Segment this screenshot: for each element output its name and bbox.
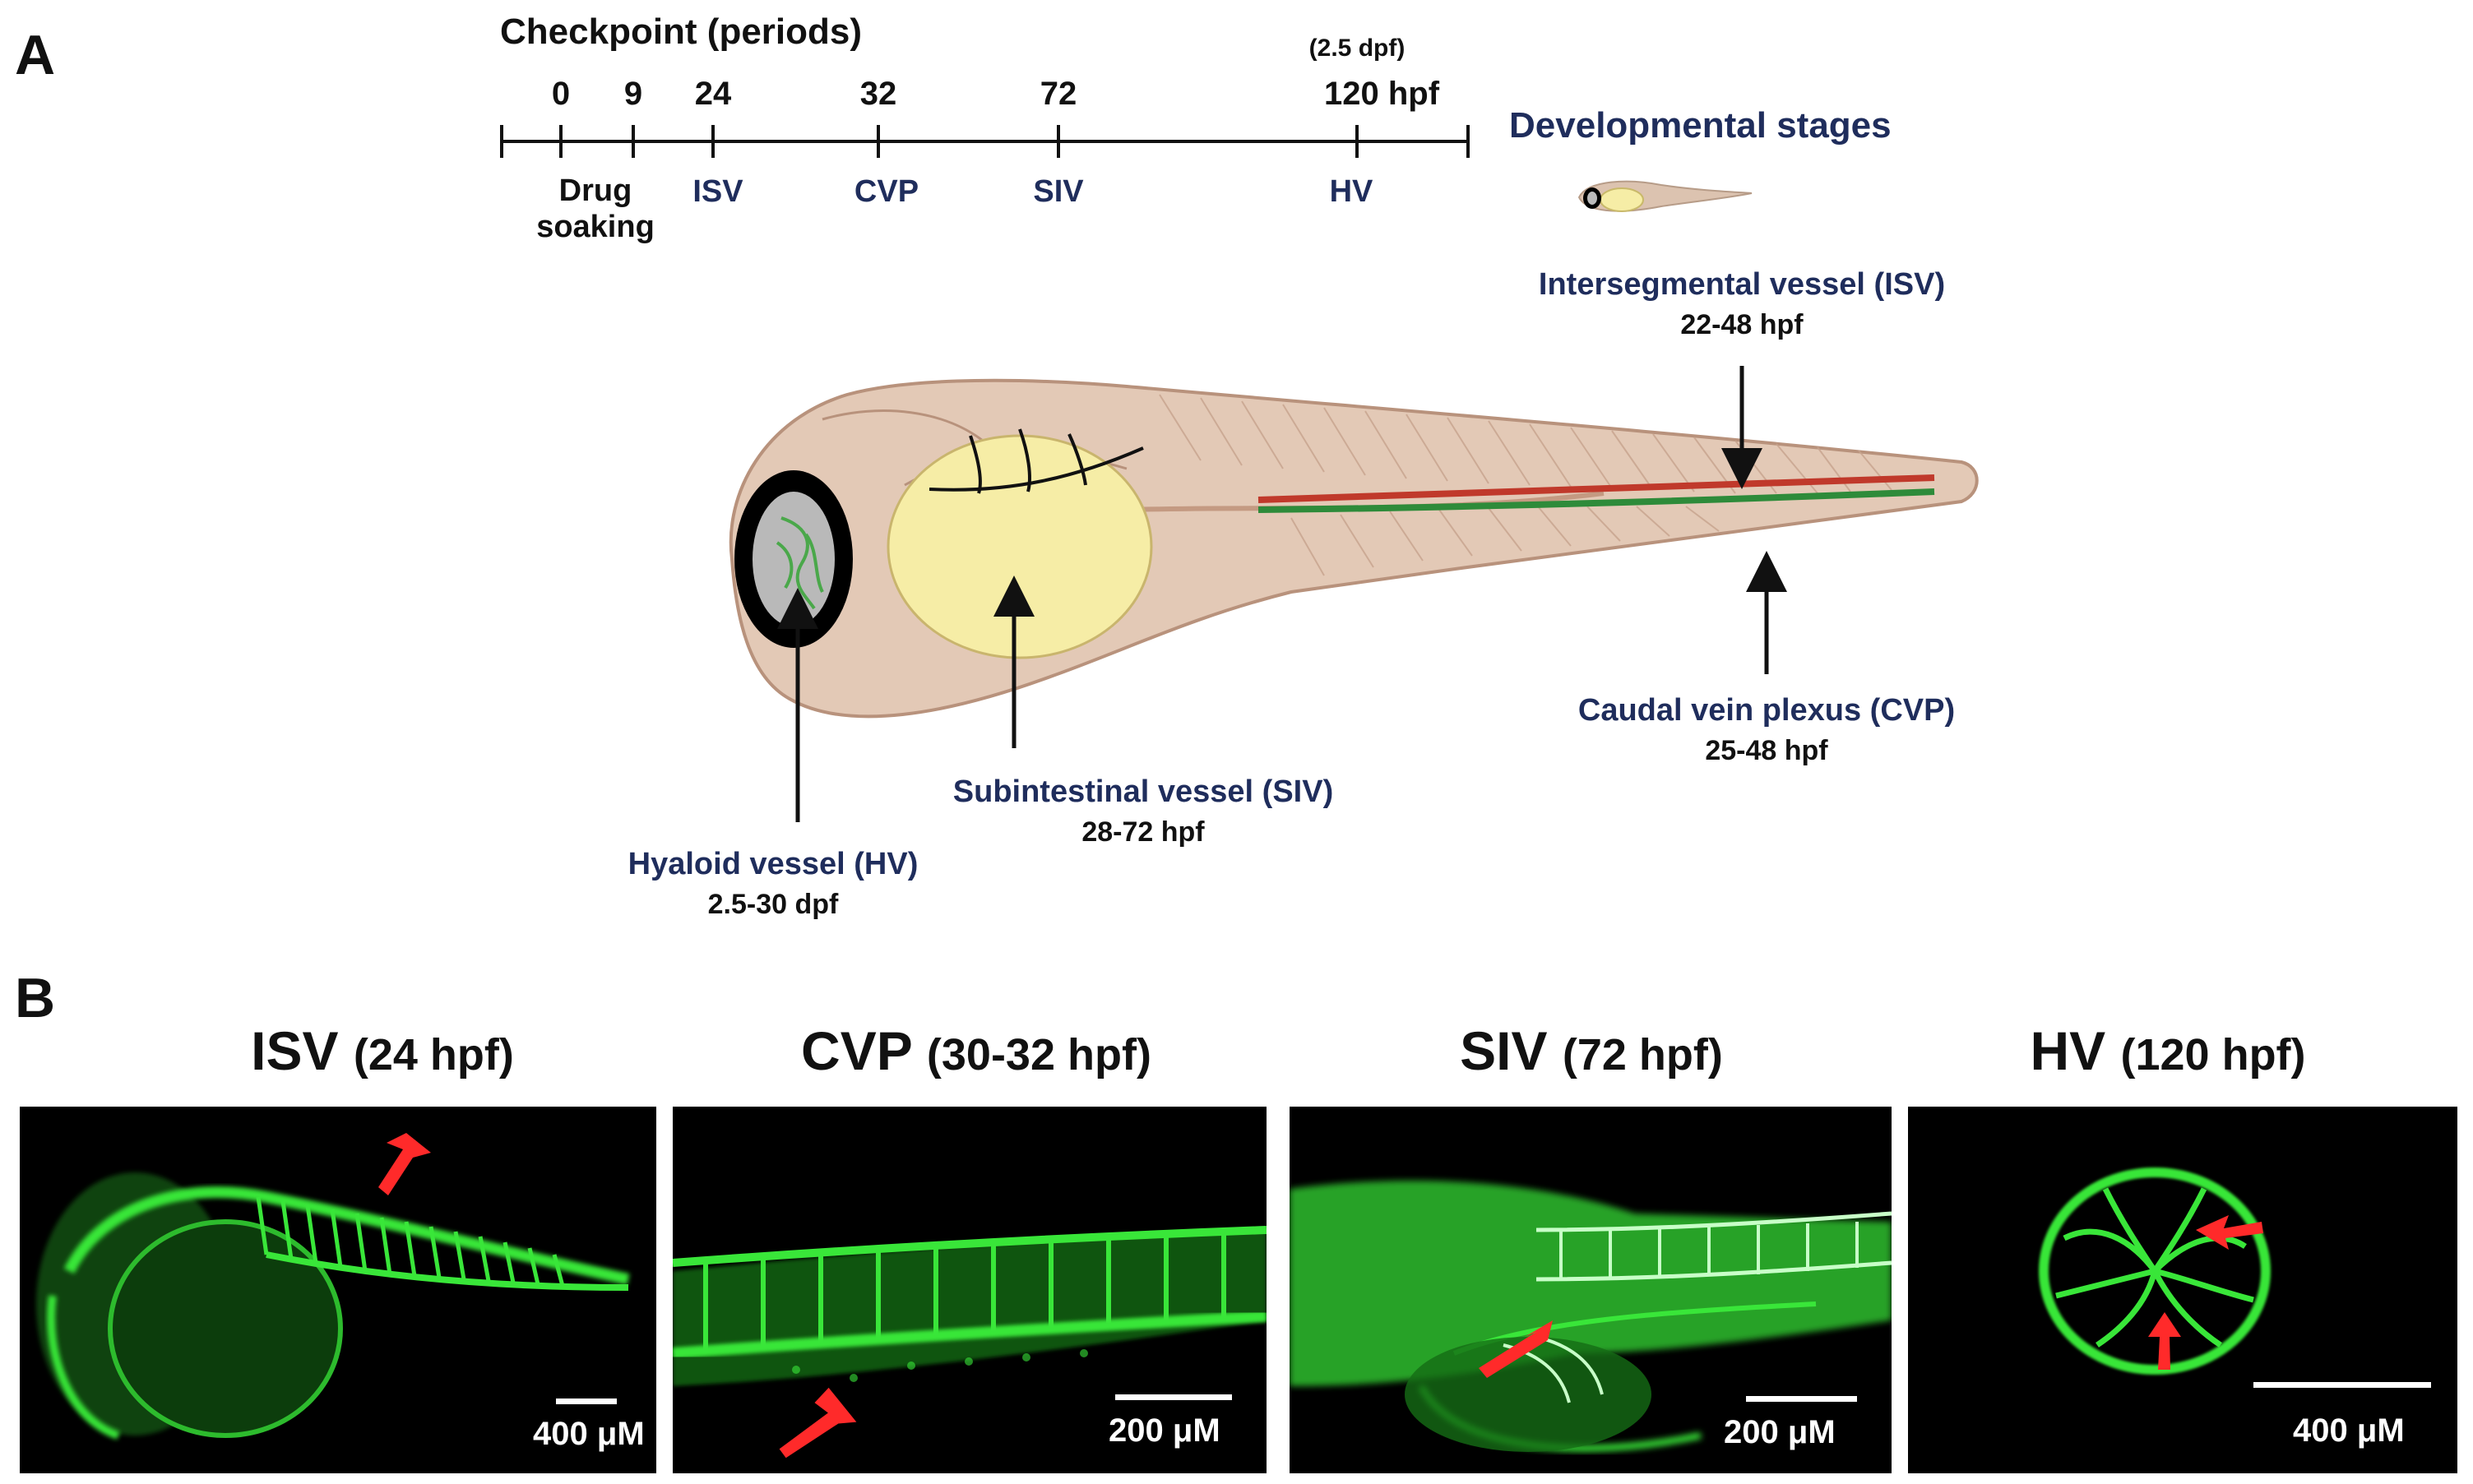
tick-72: 72 bbox=[1040, 76, 1077, 112]
callout-isv: Intersegmental vessel (ISV) 22-48 hpf bbox=[1539, 267, 1945, 341]
stage-cvp: CVP bbox=[854, 174, 919, 209]
image-title-isv-sub: (24 hpf) bbox=[353, 1030, 514, 1079]
scale-bar-siv bbox=[1746, 1396, 1857, 1402]
timeline-title: Checkpoint (periods) bbox=[500, 12, 863, 52]
panel-b-letter: B bbox=[15, 967, 56, 1029]
tick-0: 0 bbox=[551, 76, 571, 112]
scale-label-hv: 400 μM bbox=[2293, 1412, 2405, 1449]
callout-siv-name: Subintestinal vessel (SIV) bbox=[952, 774, 1334, 809]
tick-9: 9 bbox=[623, 76, 643, 112]
callout-siv: Subintestinal vessel (SIV) 28-72 hpf bbox=[953, 774, 1333, 848]
drug-soaking-label: Drug soaking bbox=[536, 173, 655, 245]
scale-bar-cvp bbox=[1115, 1394, 1232, 1400]
image-title-cvp-main: CVP bbox=[801, 1020, 912, 1081]
developmental-stages-title: Developmental stages bbox=[1509, 105, 1892, 146]
image-title-isv-main: ISV bbox=[251, 1020, 339, 1081]
stage-isv: ISV bbox=[692, 174, 743, 209]
drug-label-line1: Drug bbox=[558, 173, 632, 208]
panel-a-pointer-arrows bbox=[777, 366, 1787, 822]
callout-isv-name: Intersegmental vessel (ISV) bbox=[1538, 267, 1946, 302]
small-larva-icon bbox=[1577, 180, 1753, 212]
callout-hv-name: Hyaloid vessel (HV) bbox=[628, 847, 919, 881]
scale-bar-isv bbox=[556, 1398, 617, 1404]
image-title-hv-main: HV bbox=[2030, 1020, 2106, 1081]
larva-diagram bbox=[729, 378, 1979, 719]
image-title-hv-sub: (120 hpf) bbox=[2120, 1030, 2306, 1079]
tick-32: 32 bbox=[859, 76, 897, 112]
tick-note-2-5-dpf: (2.5 dpf) bbox=[1308, 35, 1406, 62]
micrograph-isv: 400 μM bbox=[20, 1107, 656, 1473]
image-title-siv: SIV (72 hpf) bbox=[1460, 1019, 1723, 1082]
callout-isv-range: 22-48 hpf bbox=[1680, 309, 1804, 340]
scale-bar-hv bbox=[2253, 1382, 2431, 1388]
callout-hv: Hyaloid vessel (HV) 2.5-30 dpf bbox=[628, 847, 919, 921]
callout-cvp-name: Caudal vein plexus (CVP) bbox=[1577, 693, 1956, 728]
timeline-axis bbox=[500, 125, 1470, 158]
image-title-cvp-sub: (30-32 hpf) bbox=[926, 1030, 1151, 1079]
callout-cvp: Caudal vein plexus (CVP) 25-48 hpf bbox=[1578, 693, 1955, 767]
tick-120-hpf: 120 hpf bbox=[1323, 76, 1440, 112]
micrograph-cvp: 200 μM bbox=[673, 1107, 1267, 1473]
stage-hv: HV bbox=[1329, 174, 1373, 209]
image-title-isv: ISV (24 hpf) bbox=[251, 1019, 514, 1082]
micrograph-hv-art bbox=[2039, 1167, 2271, 1375]
micrograph-cvp-art bbox=[673, 1226, 1267, 1459]
micrograph-siv: 200 μM bbox=[1290, 1107, 1892, 1473]
micrograph-siv-art bbox=[1290, 1181, 1892, 1452]
image-title-siv-sub: (72 hpf) bbox=[1562, 1030, 1723, 1079]
micrograph-isv-art bbox=[36, 1133, 630, 1440]
drug-label-line2: soaking bbox=[536, 210, 655, 244]
scale-label-siv: 200 μM bbox=[1724, 1414, 1836, 1450]
tick-24: 24 bbox=[694, 76, 732, 112]
micrograph-hv: 400 μM bbox=[1908, 1107, 2457, 1473]
scale-label-isv: 400 μM bbox=[533, 1416, 645, 1452]
callout-cvp-range: 25-48 hpf bbox=[1705, 735, 1828, 766]
callout-hv-range: 2.5-30 dpf bbox=[707, 889, 839, 920]
image-title-hv: HV (120 hpf) bbox=[2030, 1019, 2305, 1082]
panel-a-letter: A bbox=[15, 24, 56, 86]
image-title-cvp: CVP (30-32 hpf) bbox=[801, 1019, 1151, 1082]
scale-label-cvp: 200 μM bbox=[1109, 1412, 1220, 1449]
callout-siv-range: 28-72 hpf bbox=[1081, 816, 1205, 848]
stage-siv: SIV bbox=[1033, 174, 1084, 209]
image-title-siv-main: SIV bbox=[1460, 1020, 1548, 1081]
